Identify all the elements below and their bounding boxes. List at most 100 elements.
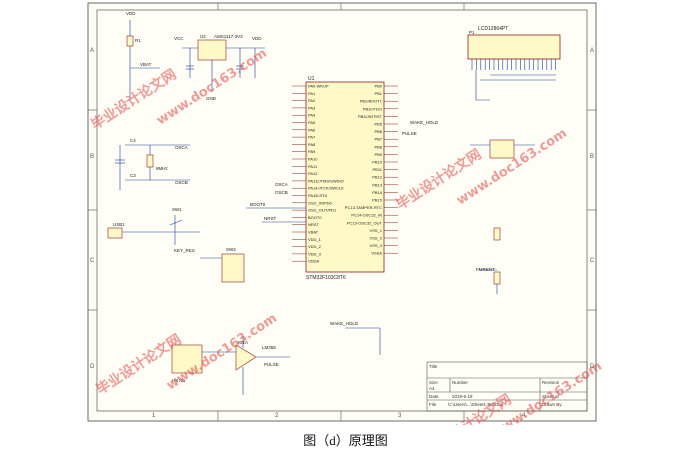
mcu-left-pin-label: PA14/JTCK/SWCLK (308, 186, 344, 191)
mcu-left-pin-label: NRST (308, 222, 319, 227)
crystal-label: 8MHz (156, 166, 169, 171)
mcu-left-pin-label: VDDA (308, 259, 319, 264)
mcu-left-pin-label: VDD_2 (308, 244, 322, 249)
gnd-label-1: GND (206, 96, 217, 101)
file-label: File (429, 402, 437, 407)
mcu-right-pin-label: VSS_1 (370, 228, 383, 233)
mcu-right-pin-label: PB3/JTDO (363, 106, 382, 111)
mcu-left-pin-label: VDD_1 (308, 237, 322, 242)
mcu-right-pin-label: PB6 (374, 129, 382, 134)
frame-row-d: D (90, 364, 95, 370)
power-wires (126, 20, 265, 100)
mcu-left-pin-label: OSC_IN/PD0 (308, 200, 333, 205)
pulse-label: PULSE (264, 362, 279, 367)
sw2-label: SW2 (226, 247, 236, 252)
mcu-left-pin-label: OSC_OUT/PD1 (308, 208, 337, 213)
lcd-ref: LCD12864PT (478, 26, 508, 32)
frame-row-a: A (90, 48, 94, 54)
mcu-left-pin-label: PA0-WKUP (308, 84, 329, 89)
mcu-left-pin-label: PA11 (308, 164, 318, 169)
reg-ref: U2 (200, 34, 206, 39)
osca-label: OSCA (175, 145, 188, 150)
frame-row-c-right: C (590, 258, 595, 264)
mcu-right-pin-label: VSSA (371, 251, 382, 256)
figure-caption: 图（d）原理图 (303, 433, 388, 448)
mcu-right-pin-label: PB1 (374, 91, 382, 96)
title-label: Title (429, 364, 438, 369)
osca-mcu-label: OSCA (275, 182, 288, 187)
wake-label: WAKE_HOLD (410, 120, 439, 125)
nrst-label: NRST (264, 216, 277, 221)
right-parts-wires (470, 139, 535, 294)
reg-part: AMS1117-3V3 (214, 34, 243, 39)
mcu-right-pin-label: PB4/JNTRST (358, 114, 383, 119)
frame-col-4: 4 (522, 413, 526, 419)
mcu-left-pin-label: PA6 (308, 127, 316, 132)
mcu-right-pin-label: VSS_3 (370, 243, 383, 248)
mcu-right-pins: PB0PB1PB2/BOOT1PB3/JTDOPB4/JNTRSTPB5PB6P… (345, 84, 398, 256)
mcu-right-pin-label: PC15-OSC32_OUT (347, 220, 383, 225)
oscb-mcu-label: OSCB (275, 190, 288, 195)
mcu-right-pin-label: PB13 (372, 182, 383, 187)
mcu-ref: U1 (308, 76, 315, 82)
mcu-left-pin-label: PA15/JTDI (308, 193, 327, 198)
oscb-label: OSCB (175, 180, 188, 185)
r1-label: R1 (135, 38, 141, 43)
sw1-label: SW1 (172, 207, 182, 212)
mcu-left-pin-label: PA10 (308, 157, 318, 162)
crystal-wires (115, 144, 190, 190)
frame-col-1: 1 (152, 413, 156, 419)
mcu-left-pin-label: PA1 (308, 91, 316, 96)
title-block (426, 361, 588, 412)
lcd-header (467, 34, 561, 60)
mcu-right-pin-label: PB8 (374, 144, 382, 149)
frame-row-b-right: B (590, 154, 594, 160)
number-label: Number (452, 380, 469, 385)
inner-border (96, 9, 588, 412)
mcu-right-pin-label: PB15 (372, 198, 383, 203)
revision-label: Revision (542, 380, 560, 385)
mcu-right-pin-label: PC14-OSC32_IN (351, 213, 382, 218)
ic1-label: IC1A (238, 340, 248, 345)
hx-label: HX711 (172, 378, 186, 383)
fm-label: FMRENT (476, 267, 495, 272)
mcu-left-pin-label: PA8 (308, 142, 316, 147)
mcu-right-pin-label: PB5 (374, 122, 382, 127)
switch-wires (107, 207, 306, 283)
vdd-top-label: VDD (126, 11, 136, 16)
lcd-wires (475, 70, 556, 101)
wake-switch-label: WAKE_HOLD (330, 321, 359, 326)
lm-label: LM358 (262, 345, 276, 350)
vbat-label: VBAT (140, 62, 152, 67)
mcu-right-pin-label: PB10 (372, 160, 383, 165)
frame-row-c: C (90, 258, 95, 264)
mcu-right-pin-label: PB2/BOOT1 (360, 99, 383, 104)
mcu-left-pin-label: PA12 (308, 171, 318, 176)
mcu-right-pin-label: PB12 (372, 175, 383, 180)
mcu-right-pin-label: VSS_2 (370, 236, 383, 241)
mcu-left-pin-label: VDD_3 (308, 251, 322, 256)
mcu-right-pin-label: PC13-TAMPER-RTC (345, 205, 382, 210)
mcu-left-pin-label: BOOT0 (308, 215, 322, 220)
mcu-left-pin-label: PA4 (308, 113, 316, 118)
vdd-label-2: VDD (252, 36, 262, 41)
mcu-left-pin-label: PA9 (308, 149, 316, 154)
usb-label: USB1 (113, 222, 125, 227)
mcu-left-pin-label: PA3 (308, 105, 316, 110)
size-value: A4 (429, 386, 435, 391)
pulse-label-right: PULSE (402, 131, 417, 136)
frame-row-b: B (90, 154, 94, 160)
file-value: C:\Users\...\Sheet1.SchDoc (448, 402, 504, 407)
lcd-pins (471, 59, 556, 70)
mcu-right-pin-label: PB11 (373, 167, 383, 172)
c4-label: C4 (130, 138, 136, 143)
mcu-left-pin-label: PA7 (308, 135, 316, 140)
mcu-left-pin-label: PA5 (308, 120, 316, 125)
c3-label: C3 (130, 173, 136, 178)
frame-col-2: 2 (275, 413, 279, 419)
mcu-right-pin-label: PB7 (374, 137, 382, 142)
mcu-right-pin-label: PB14 (372, 190, 383, 195)
mcu-right-pin-label: PB9 (374, 152, 382, 157)
key-res-label: KEY_RES (174, 248, 195, 253)
date-value: 2019-5-18 (452, 394, 473, 399)
